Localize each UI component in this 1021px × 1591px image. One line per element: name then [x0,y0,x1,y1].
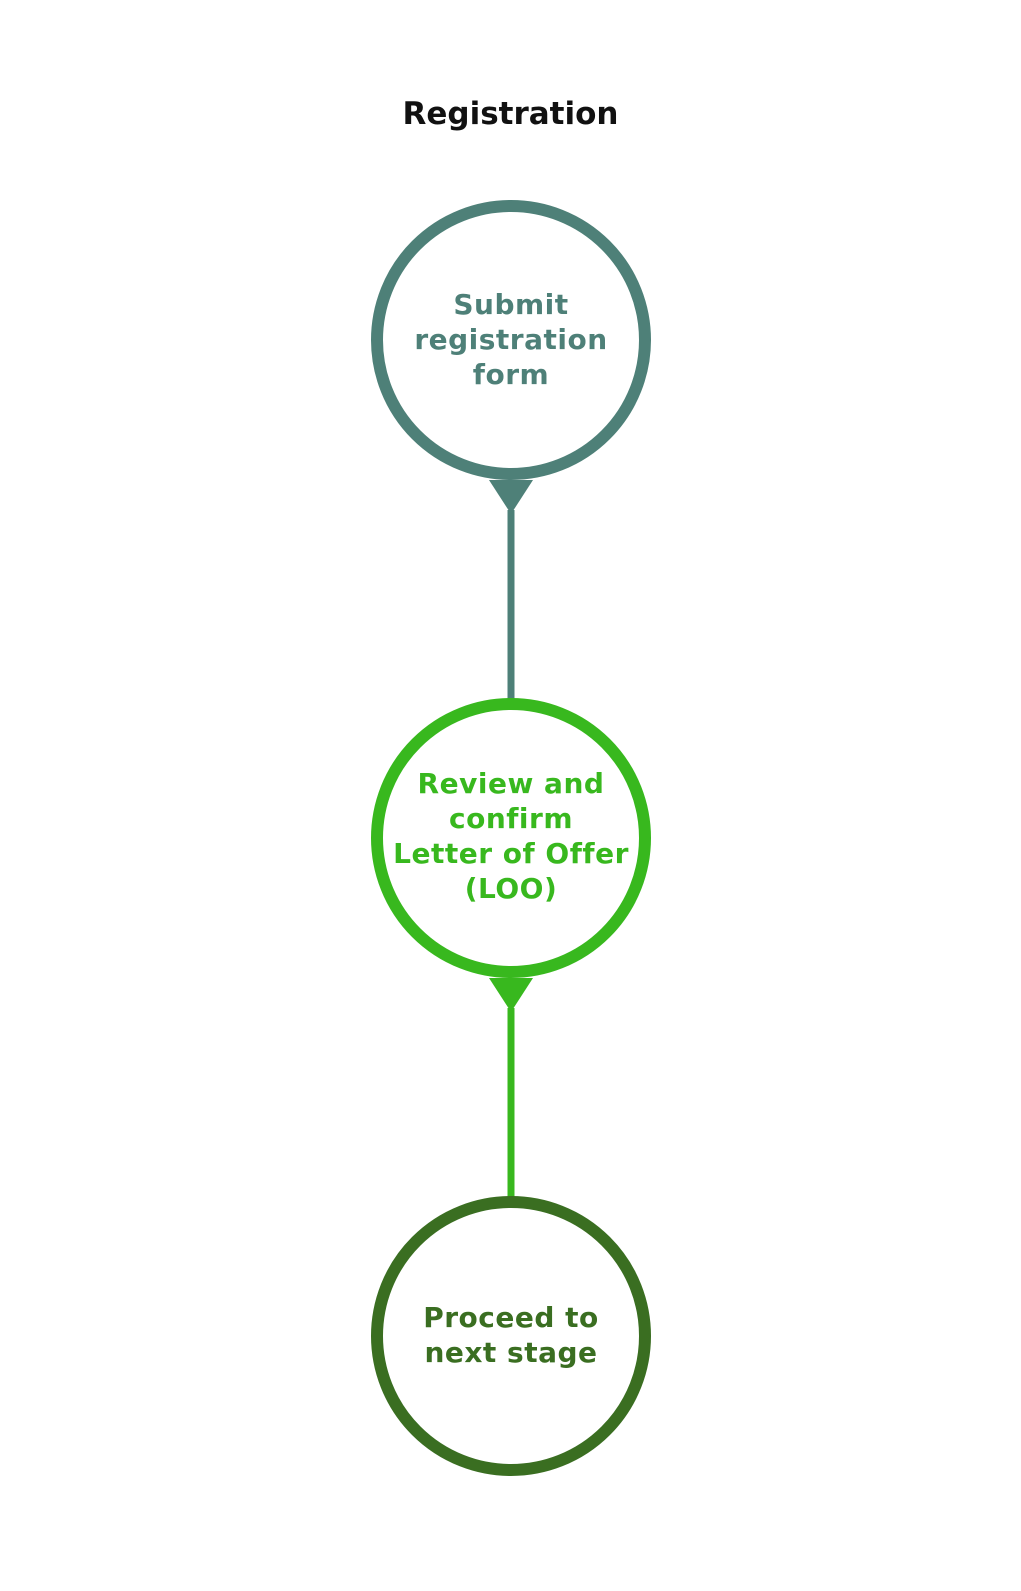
step-1-pointer [489,480,533,514]
step-1-label: Submit registration form [414,288,608,391]
diagram-title: Registration [402,96,619,132]
step-3-circle [371,1196,651,1476]
step-2-circle [371,698,651,978]
step-1-circle [371,200,651,480]
step-3-label: Proceed to next stage [423,1301,599,1369]
step-2-label: Review and confirm Letter of Offer (LOO) [393,767,629,905]
step-2-pointer [489,978,533,1012]
